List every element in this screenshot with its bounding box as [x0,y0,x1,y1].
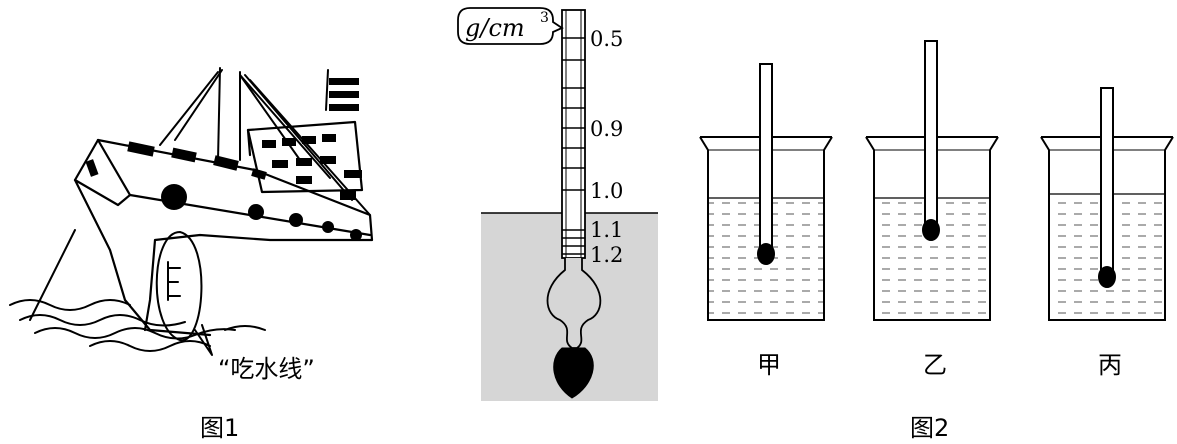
test-tube [759,63,773,251]
beaker-glass [699,136,833,321]
unit-superscript: 3 [540,10,549,26]
beaker-label-bing: 丙 [1098,351,1122,379]
tick-label: 0.9 [590,117,623,141]
hydrometer-ballast [553,347,594,399]
beaker-label-yi: 乙 [923,351,947,379]
ship-illustration [9,67,374,356]
unit-callout-bubble [457,7,564,45]
unit-callout: g/cm 3 [457,7,564,45]
water-waves [9,229,266,352]
scale-tick-labels: 0.5 0.9 1.0 1.1 1.2 [590,27,623,267]
bow-windows [85,141,267,180]
tick-label: 1.2 [590,243,623,267]
draft-callout-bubble [155,231,213,356]
draft-mark-label: “吃水线” [218,355,315,383]
test-tube [1100,87,1114,271]
beaker-yi [865,40,999,321]
figure2-caption: 图2 [910,414,949,442]
beaker-bing [1040,87,1174,321]
ship-flag [329,78,359,111]
ship-hull [73,138,374,337]
beaker-label-jia: 甲 [757,351,781,379]
hydrometer-scale-marks [562,37,585,255]
test-tube [924,40,938,224]
beaker-glass [865,136,999,321]
tick-label: 0.5 [590,27,623,51]
draft-scale [167,261,181,301]
test-tube-weight [922,219,940,241]
tick-label: 1.0 [590,179,623,203]
test-tube-weight [1098,266,1116,288]
portholes [161,184,362,241]
cabin-windows [262,134,362,200]
beaker-jia [699,63,833,321]
test-tube-weight [757,243,775,265]
ship-bow-line [96,138,372,237]
ship-bow-edge [73,178,132,207]
beaker-glass [1040,136,1174,321]
hydrometer [546,9,602,399]
tick-label: 1.1 [590,218,623,242]
figure1-caption: 图1 [200,414,239,442]
hydrometer-stem [561,9,586,259]
unit-label: g/cm [465,14,525,42]
